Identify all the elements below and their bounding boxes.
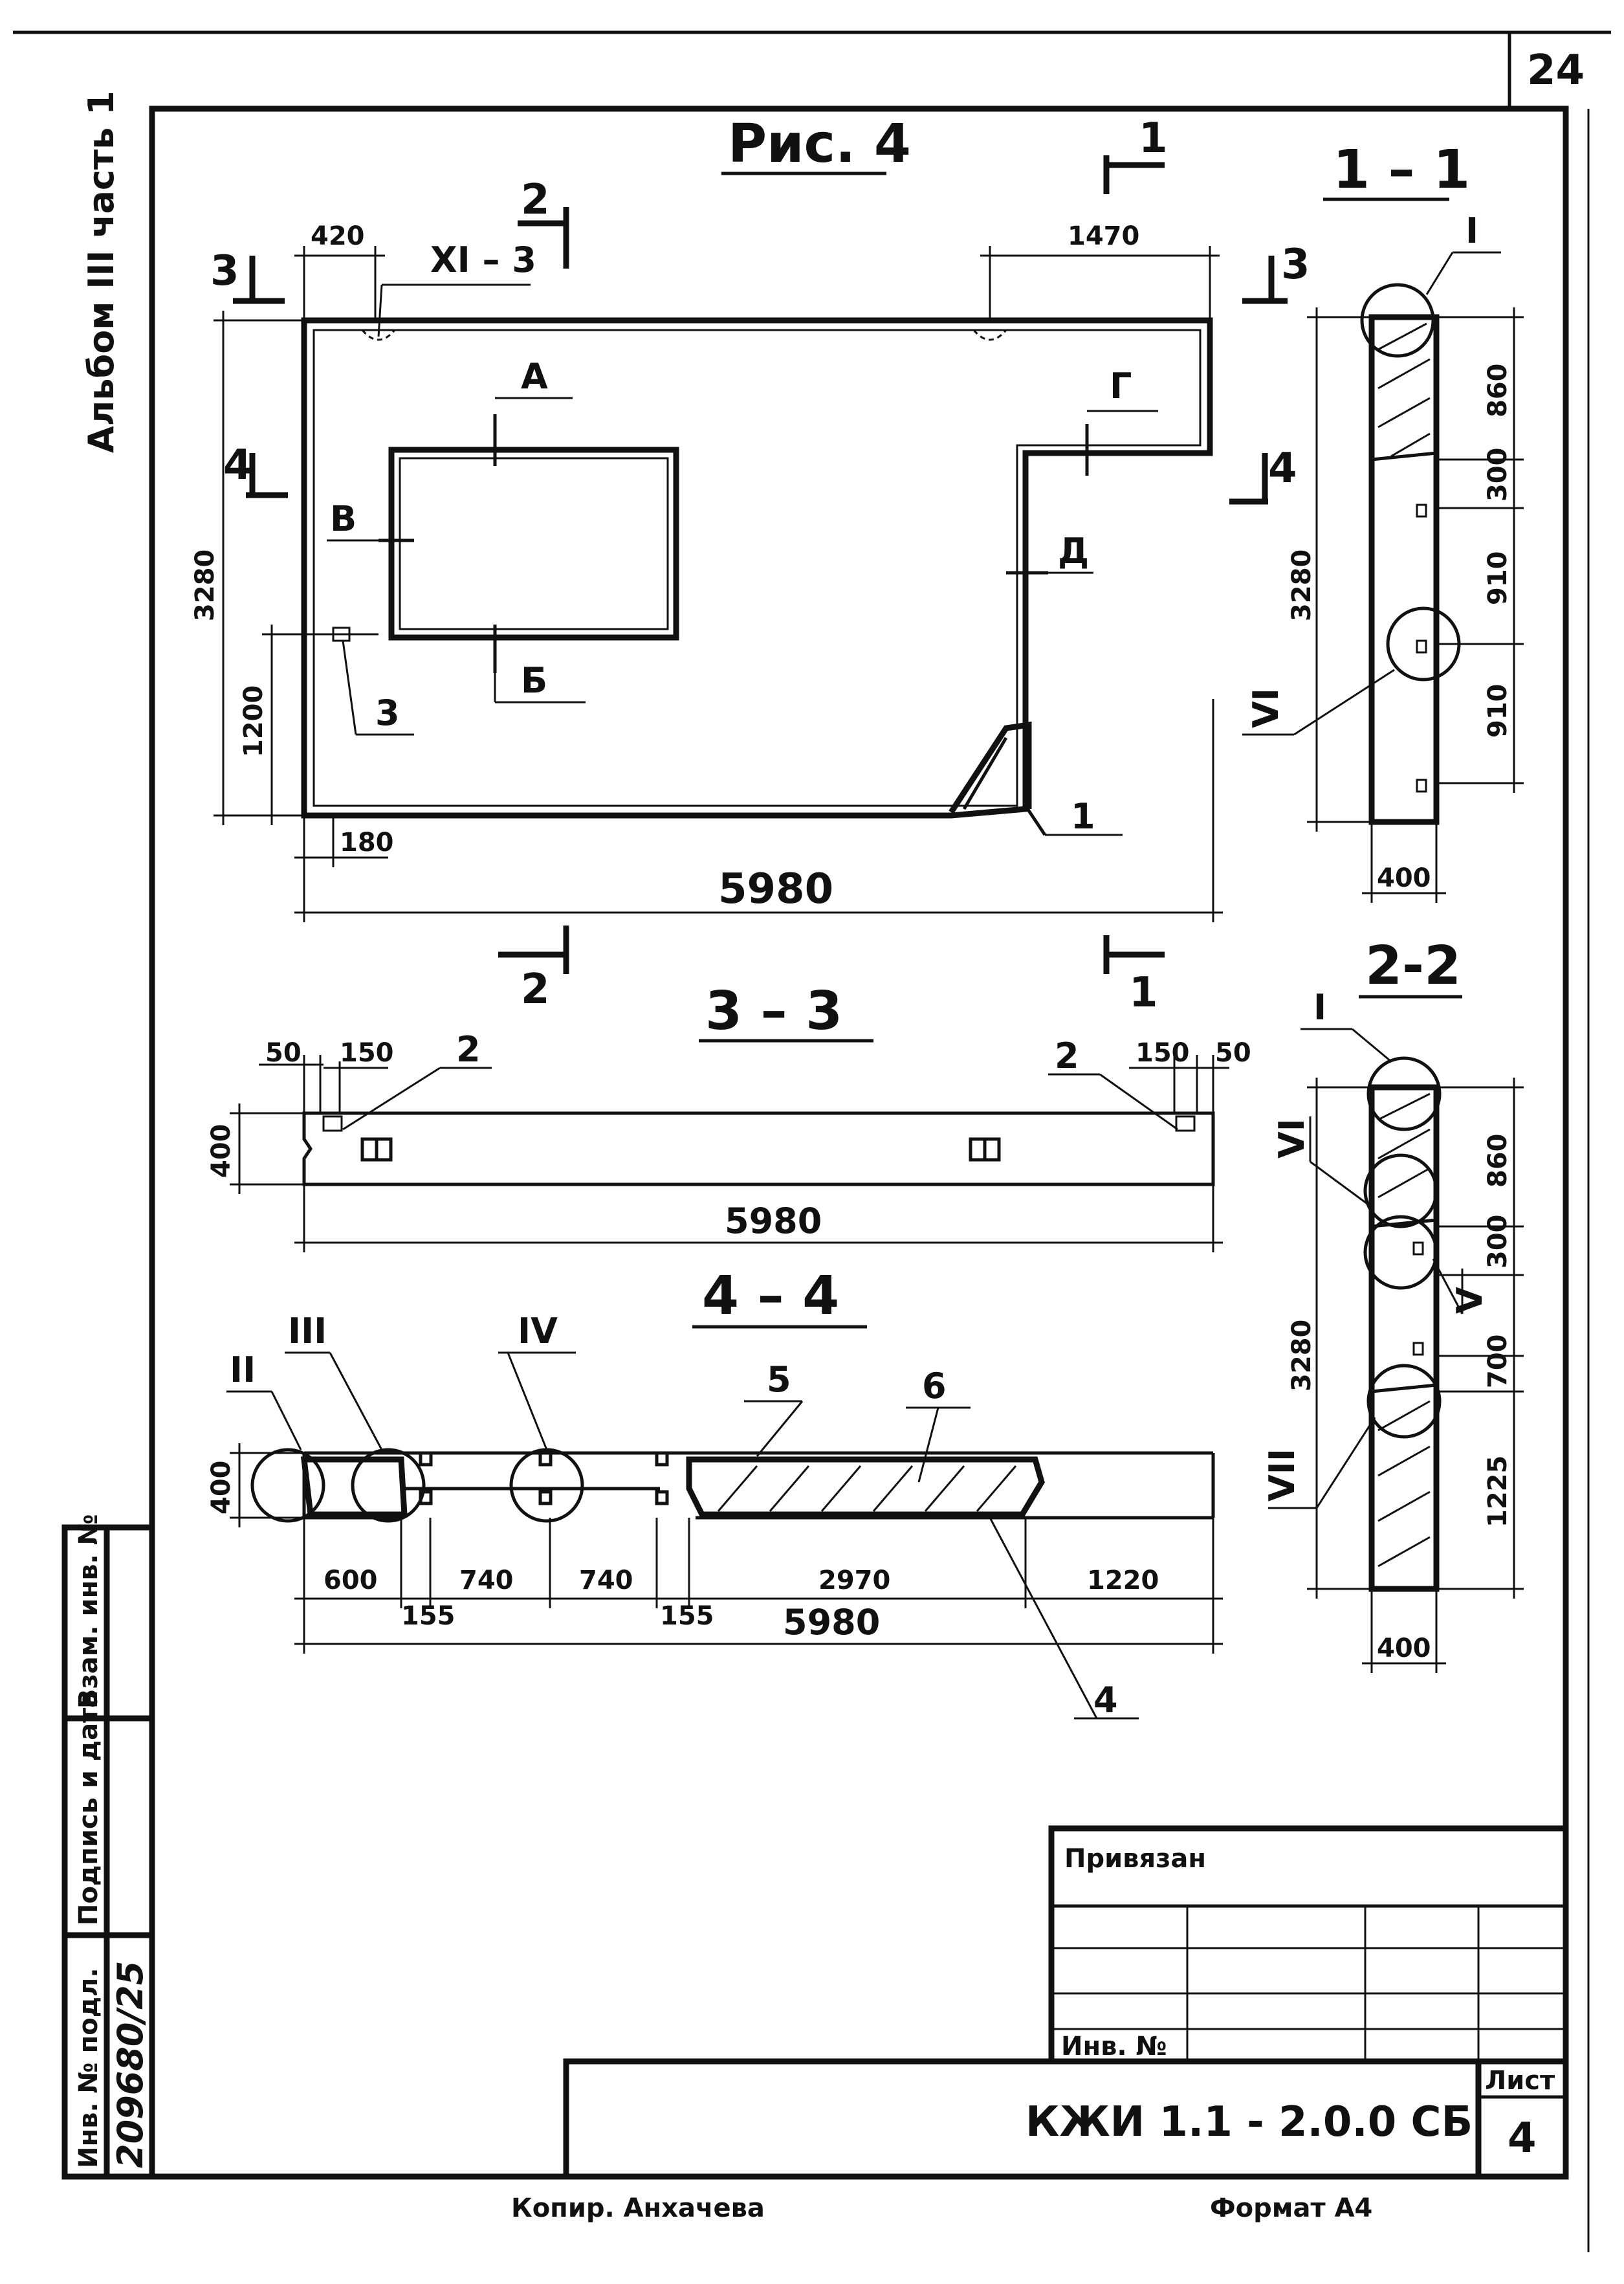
cut-2-top: 2 [521,176,550,224]
dim-5980-main: 5980 [718,865,833,913]
node-vi-1-1: VI [1245,688,1286,728]
node-ii: II [230,1349,256,1390]
node-vii-2-2: VII [1262,1448,1302,1502]
section-3-3-title: 3 – 3 [705,981,842,1042]
hatch-4-4 [717,1465,1017,1512]
dim-1-1-860: 860 [1483,364,1513,418]
cut-3-right: 3 [1281,241,1310,289]
side-stamp: Взам. инв. № Подпись и дата Инв. № подл.… [61,1514,155,2180]
dim-5980-3-3: 5980 [725,1201,822,1241]
dim-3280-2-2: 3280 [1287,1320,1317,1391]
dim-4-4-155b: 155 [660,1601,714,1631]
sheet-number: 4 [1508,2114,1537,2162]
side-inv-podl-label: Инв. № подл. [74,1968,104,2168]
cut-1-top: 1 [1139,115,1168,162]
dim-4-4-155a: 155 [401,1601,455,1631]
dim-3-3-50-left: 50 [265,1038,302,1068]
section-4-4-title: 4 – 4 [702,1265,839,1327]
dim-3-3-150-left: 150 [340,1038,394,1068]
section-3-3: 3 – 3 50 150 2 150 50 2 400 5980 [206,981,1251,1252]
dim-3280-main: 3280 [190,549,220,621]
dim-1200: 1200 [239,685,269,757]
pos-3-label: 3 [375,693,400,733]
dim-2-2-860: 860 [1483,1134,1513,1188]
dim-400-3-3: 400 [206,1124,236,1179]
callout-d: Д [1058,531,1089,571]
cut-2-bottom: 2 [521,966,550,1014]
side-handwritten-number: 209680/25 [110,1961,151,2168]
dim-180: 180 [340,828,394,858]
main-view: Рис. 4 1 420 1470 XI – 3 3280 [190,113,1310,1017]
album-label: Альбом III часть 1 [81,91,122,453]
dim-1-1-300: 300 [1483,448,1513,502]
cut-1-bottom: 1 [1129,969,1158,1017]
dim-400-4-4: 400 [206,1461,236,1515]
dim-2-2-700: 700 [1483,1335,1513,1389]
panel-outline [301,317,1213,819]
dim-1-1-910b: 910 [1483,684,1513,738]
cut-markers: 1 1 2 2 3 3 4 4 [210,115,1310,1017]
section-2-2-title: 2-2 [1365,935,1461,997]
dim-4-4-600: 600 [324,1566,378,1595]
node-iii: III [288,1311,327,1351]
window-opening [388,447,679,641]
dim-2-2-300: 300 [1483,1215,1513,1269]
dim-4-4-1220: 1220 [1087,1566,1159,1595]
inv-no-label: Инв. № [1061,2032,1167,2061]
insulated-block [686,1456,1045,1518]
dim-400-2-2: 400 [1377,1634,1431,1663]
side-podpis-label: Подпись и дата [74,1691,104,1925]
node-xi-3: XI – 3 [430,239,536,280]
cut-4-right: 4 [1268,445,1297,493]
dim-420: 420 [311,221,365,251]
dim-4-4-740b: 740 [579,1566,633,1595]
section-1-1-title: 1 – 1 [1333,139,1470,201]
section-2-2: 2-2 I VI V VII 3 [1262,935,1524,1673]
side-vzam-label: Взам. инв. № [74,1514,104,1709]
format-label: Формат А4 [1210,2193,1372,2223]
pos-4: 4 [1093,1680,1118,1720]
designation-code: КЖИ 1.1 - 2.0.0 СБ [1026,2098,1473,2146]
hatch-1-1 [1377,322,1431,458]
node-i-1-1: I [1465,210,1478,251]
callout-g: Г [1110,366,1132,406]
node-vi-2-2: VI [1271,1118,1312,1159]
dim-400-1-1: 400 [1377,863,1431,893]
title-block: Привязан Инв. № КЖИ 1.1 - 2.0.0 СБ Лист … [563,1825,1569,2180]
dim-3-3-150-right: 150 [1136,1038,1190,1068]
callout-v: В [330,498,357,539]
dim-5980-4-4: 5980 [783,1602,880,1643]
page-number: 24 [1527,47,1585,94]
hatch-2-2 [1377,1092,1431,1568]
cut-4-left: 4 [223,441,252,489]
callout-a: А [521,356,548,397]
dim-1-1-910a: 910 [1483,551,1513,606]
cut-3-left: 3 [210,247,239,295]
pos-2-left: 2 [456,1029,481,1070]
privyazan-label: Привязан [1064,1844,1206,1874]
dim-1470: 1470 [1068,221,1139,251]
copier-name: Копир. Анхачева [511,2193,765,2223]
node-i-2-2: I [1313,987,1326,1028]
sheet-label: Лист [1485,2066,1555,2096]
dim-4-4-740a: 740 [459,1566,514,1595]
pos-2-right: 2 [1055,1036,1079,1076]
node-iv: IV [518,1311,558,1351]
dim-3280-1-1: 3280 [1287,549,1317,621]
pos-5: 5 [767,1359,791,1400]
node-v-2-2: V [1449,1287,1490,1314]
dim-4-4-2970: 2970 [818,1566,890,1595]
callout-b: Б [521,660,547,701]
dim-3-3-50-right: 50 [1215,1038,1251,1068]
dim-2-2-1225: 1225 [1483,1456,1513,1527]
figure-title: Рис. 4 [728,113,911,175]
pos-6: 6 [922,1366,947,1406]
pos-1-label: 1 [1071,796,1095,837]
section-1-1: 1 – 1 I VI 3280 860 300 910 9 [1242,139,1524,903]
section-4-4: 4 – 4 II III [206,1265,1223,1720]
